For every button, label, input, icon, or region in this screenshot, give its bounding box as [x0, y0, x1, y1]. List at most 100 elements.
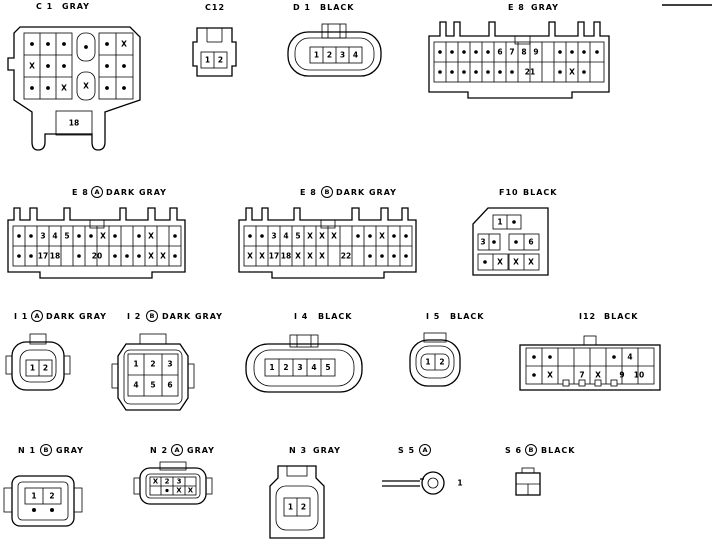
svg-text:I 4: I 4	[294, 312, 308, 321]
title-c1: C 1 GRAY	[36, 2, 90, 11]
pin-f10-x: X	[528, 258, 534, 267]
svg-text:E 8: E 8	[300, 188, 317, 197]
pin-c12-2: 2	[218, 56, 223, 65]
pin-d1-2: 2	[327, 51, 332, 60]
svg-text:E 8: E 8	[508, 3, 525, 12]
pin-c1-x: X	[121, 40, 127, 49]
pin-e8b-x: X	[259, 252, 265, 261]
svg-text:A: A	[422, 446, 427, 454]
pin-i12-x: X	[595, 371, 601, 380]
title-i12: I12 BLACK	[579, 312, 638, 321]
pin-i4-5: 5	[325, 363, 330, 372]
pin-i4-3: 3	[297, 363, 302, 372]
pin-i12-4: 4	[627, 353, 632, 362]
svg-text:I12: I12	[579, 312, 596, 321]
pin-e8b-x: X	[307, 232, 313, 241]
pin-i2-6: 6	[167, 381, 172, 390]
title-e8b: E 8 B DARK GRAY	[300, 186, 396, 198]
pin-e8b-3: 3	[271, 232, 276, 241]
badge-circle	[419, 444, 431, 456]
pin-e8b-5: 5	[295, 232, 300, 241]
svg-text:GRAY: GRAY	[56, 446, 84, 455]
svg-text:BLACK: BLACK	[604, 312, 638, 321]
connector-n3: 1 2	[269, 465, 325, 539]
pin-e8b-x: X	[307, 252, 313, 261]
connector-n2: X 2 3 X X	[133, 461, 213, 505]
svg-text:B: B	[325, 188, 330, 196]
pin-i4-4: 4	[311, 363, 316, 372]
pin-n2-x: X	[188, 487, 194, 495]
title-i4: I 4 BLACK	[294, 312, 352, 321]
pin-i4-1: 1	[269, 363, 274, 372]
badge-circle	[31, 310, 43, 322]
svg-text:N 3: N 3	[289, 446, 307, 455]
badge-circle	[171, 444, 183, 456]
pin-d1-3: 3	[340, 51, 345, 60]
svg-text:BLACK: BLACK	[523, 188, 557, 197]
pin-e8-x: X	[569, 68, 575, 77]
svg-text:BLACK: BLACK	[541, 446, 575, 455]
svg-text:F10: F10	[499, 188, 519, 197]
pin-e8a-x: X	[148, 232, 154, 241]
connector-s6	[515, 467, 541, 496]
svg-text:B: B	[150, 312, 155, 320]
pin-i2-2: 2	[150, 360, 155, 369]
pin-e8b-x: X	[319, 252, 325, 261]
connector-s5: 1	[382, 471, 463, 495]
pin-e8b-x: X	[379, 232, 385, 241]
pin-f10-x: X	[497, 258, 503, 267]
svg-text:BLACK: BLACK	[450, 312, 484, 321]
pin-f10-x: X	[513, 258, 519, 267]
badge-circle	[321, 186, 333, 198]
pin-i2-5: 5	[150, 381, 155, 390]
svg-text:BLACK: BLACK	[318, 312, 352, 321]
badge-circle	[91, 186, 103, 198]
pin-c1-x: X	[29, 62, 35, 71]
pin-i5-1: 1	[425, 358, 430, 367]
svg-text:I 2: I 2	[127, 312, 141, 321]
connector-i4: 1 2 3 4 5	[245, 334, 363, 393]
connector-e8a: 3 4 5 X X 17 18 20 X X	[7, 207, 186, 279]
svg-text:A: A	[174, 446, 179, 454]
svg-text:GRAY: GRAY	[313, 446, 341, 455]
pin-c1-18: 18	[69, 119, 79, 128]
pin-i12-7: 7	[579, 371, 584, 380]
pin-e8b-x: X	[295, 252, 301, 261]
svg-text:A: A	[34, 312, 39, 320]
svg-text:C12: C12	[205, 3, 225, 12]
svg-text:C 1: C 1	[36, 2, 53, 11]
pin-i2-3: 3	[167, 360, 172, 369]
pin-e8a-4: 4	[52, 232, 57, 241]
pin-n2-2: 2	[165, 478, 170, 486]
title-s6: S 6 B BLACK	[505, 444, 575, 456]
pin-e8-9: 9	[533, 48, 538, 57]
svg-text:I 1: I 1	[14, 312, 28, 321]
pin-e8a-17: 17	[38, 252, 48, 261]
connector-i2: 1 2 3 4 5 6	[111, 333, 195, 411]
svg-text:DARK GRAY: DARK GRAY	[162, 312, 223, 321]
pin-i12-x: X	[547, 371, 553, 380]
svg-text:GRAY: GRAY	[62, 2, 90, 11]
pin-e8a-x: X	[160, 252, 166, 261]
title-i2: I 2 B DARK GRAY	[127, 310, 223, 322]
pin-c12-1: 1	[205, 56, 210, 65]
title-d1: D 1 BLACK	[293, 3, 353, 12]
title-n3: N 3 GRAY	[289, 446, 341, 455]
title-n1: N 1 B GRAY	[18, 444, 84, 456]
svg-text:B: B	[44, 446, 49, 454]
pin-e8-8: 8	[521, 48, 526, 57]
pin-i4-2: 2	[283, 363, 288, 372]
pin-d1-1: 1	[314, 51, 319, 60]
svg-text:GRAY: GRAY	[531, 3, 559, 12]
svg-text:A: A	[94, 188, 99, 196]
svg-text:DARK GRAY: DARK GRAY	[106, 188, 167, 197]
pin-e8-7: 7	[509, 48, 514, 57]
svg-text:D 1: D 1	[293, 3, 311, 12]
svg-text:I 5: I 5	[426, 312, 440, 321]
pin-n1-1: 1	[31, 492, 36, 501]
pin-f10-1: 1	[497, 218, 502, 227]
svg-text:E 8: E 8	[72, 188, 89, 197]
title-c12: C12	[205, 3, 225, 12]
pin-i2-4: 4	[133, 381, 138, 390]
connector-d1: 1 2 3 4	[287, 23, 382, 77]
